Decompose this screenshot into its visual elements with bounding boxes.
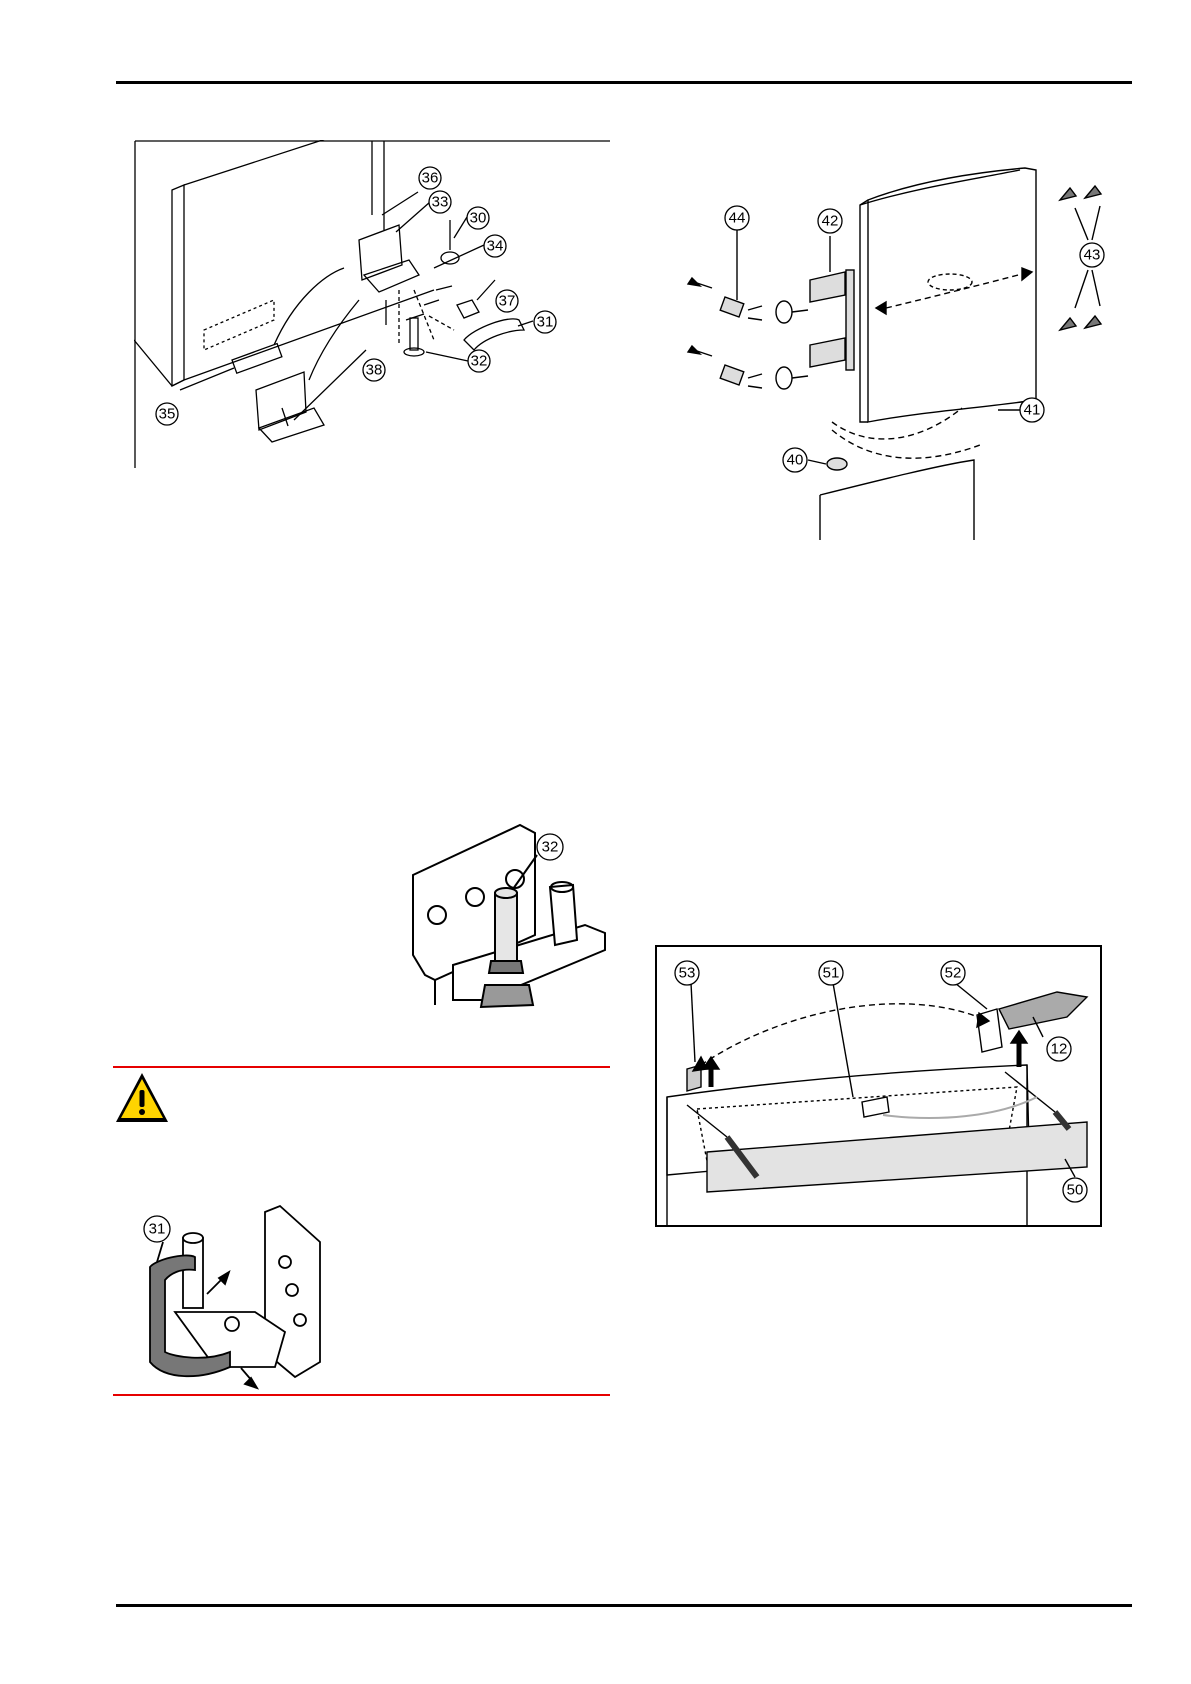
- callout-36: [418, 166, 442, 190]
- callout-52: [940, 960, 966, 986]
- figure-top-cover: 53 51 52 12 50: [655, 945, 1102, 1227]
- warning-top-rule: [113, 1066, 610, 1068]
- callout-31: [533, 310, 557, 334]
- callout-31: [143, 1215, 171, 1243]
- callout-label: 30: [470, 210, 487, 227]
- callout-label: 37: [499, 293, 516, 310]
- callout-label: 31: [537, 314, 554, 331]
- callout-label: 50: [1067, 1182, 1084, 1199]
- callout-33: [428, 190, 452, 214]
- callout-label: 40: [787, 452, 804, 469]
- callout-label: 35: [159, 406, 176, 423]
- figure-hinge-cover: 31: [135, 1202, 340, 1392]
- callout-43: [1079, 242, 1105, 268]
- callout-label: 42: [822, 213, 839, 230]
- callout-34: [483, 234, 507, 258]
- figure-bottom-hinge: 36 33 30 34 37 31 32 38 35: [134, 140, 610, 468]
- callout-42: [817, 208, 843, 234]
- callout-label: 38: [366, 362, 383, 379]
- callout-label: 33: [432, 194, 449, 211]
- figure-hinge-detail: 32: [405, 815, 615, 1025]
- figure-door-handle: 44 42 43 41 40: [680, 160, 1120, 540]
- callout-label: 43: [1084, 247, 1101, 264]
- callout-35: [155, 402, 179, 426]
- warning-bottom-rule: [113, 1394, 610, 1396]
- callout-label: 44: [729, 210, 746, 227]
- callout-37: [495, 289, 519, 313]
- callout-38: [362, 358, 386, 382]
- callout-label: 53: [679, 965, 696, 982]
- callout-label: 51: [823, 965, 840, 982]
- callout-40: [782, 447, 808, 473]
- callout-label: 34: [487, 238, 504, 255]
- footer-rule: [116, 1604, 1132, 1607]
- callout-label: 32: [542, 839, 559, 856]
- header-rule: [116, 81, 1132, 84]
- callout-label: 52: [945, 965, 962, 982]
- callout-51: [818, 960, 844, 986]
- callout-label: 32: [471, 353, 488, 370]
- callout-label: 36: [422, 170, 439, 187]
- callout-30: [466, 206, 490, 230]
- callout-41: [1019, 397, 1045, 423]
- callout-label: 41: [1024, 402, 1041, 419]
- callout-12: [1046, 1036, 1072, 1062]
- callout-32: [467, 349, 491, 373]
- callout-50: [1062, 1177, 1088, 1203]
- callout-44: [724, 205, 750, 231]
- callout-53: [674, 960, 700, 986]
- warning-triangle-icon: [113, 1070, 171, 1126]
- callout-label: 31: [149, 1221, 166, 1238]
- callout-32: [536, 833, 564, 861]
- callout-label: 12: [1051, 1041, 1068, 1058]
